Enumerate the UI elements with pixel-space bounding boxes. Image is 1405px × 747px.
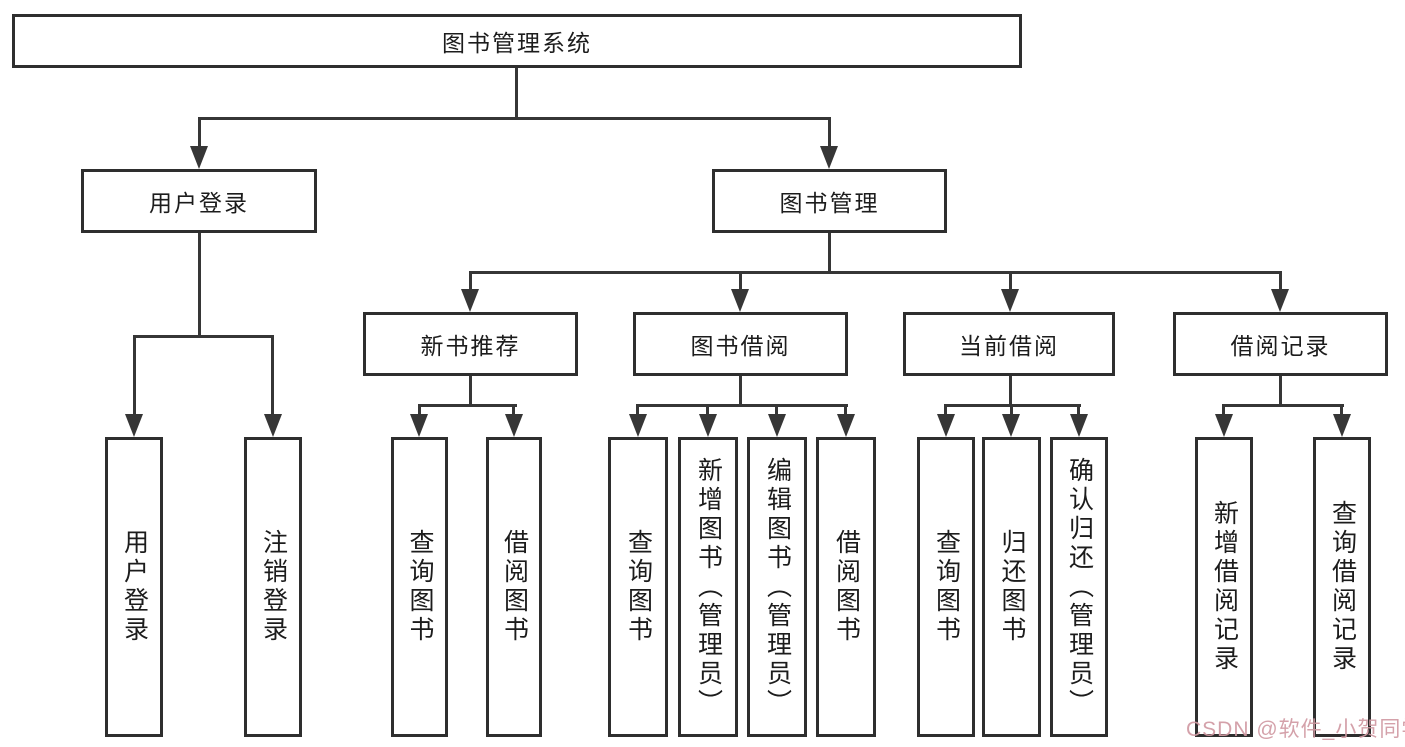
connector-line (469, 271, 472, 291)
node-current-borrowing: 当前借阅 (903, 312, 1115, 376)
arrowhead-down-icon (820, 146, 838, 169)
arrowhead-down-icon (1001, 289, 1019, 312)
connector-line (1279, 271, 1282, 291)
arrowhead-down-icon (410, 414, 428, 437)
arrowhead-down-icon (264, 414, 282, 437)
connector-line (1340, 404, 1343, 417)
csdn-watermark: CSDN @软件_小贺同学 (1186, 718, 1405, 741)
connector-line (636, 404, 639, 417)
connector-line (418, 404, 517, 407)
node-library-system-root: 图书管理系统 (12, 14, 1022, 68)
connector-line (1009, 271, 1012, 291)
node-new-book-recommend: 新书推荐 (363, 312, 578, 376)
connector-line (1222, 404, 1344, 407)
connector-line (1009, 376, 1012, 406)
connector-line (944, 404, 947, 417)
connector-line (739, 271, 742, 291)
connector-line (1222, 404, 1225, 417)
arrowhead-down-icon (1002, 414, 1020, 437)
arrowhead-down-icon (629, 414, 647, 437)
leaf-borrow-books: 借阅图书 (816, 437, 876, 737)
connector-line (1077, 404, 1080, 417)
arrowhead-down-icon (125, 414, 143, 437)
connector-line (133, 335, 136, 417)
node-book-management-module: 图书管理 (712, 169, 947, 233)
connector-line (271, 335, 274, 417)
arrowhead-down-icon (1070, 414, 1088, 437)
leaf-edit-books-admin: 编辑图书（管理员） (747, 437, 807, 737)
leaf-confirm-return-admin: 确认归还（管理员） (1050, 437, 1108, 737)
leaf-add-borrow-record: 新增借阅记录 (1195, 437, 1253, 737)
connector-line (775, 404, 778, 417)
arrowhead-down-icon (461, 289, 479, 312)
arrowhead-down-icon (937, 414, 955, 437)
connector-line (469, 271, 1282, 274)
leaf-add-books-admin: 新增图书（管理员） (678, 437, 738, 737)
connector-line (133, 335, 274, 338)
leaf-current-query-books: 查询图书 (917, 437, 975, 737)
connector-line (844, 404, 847, 417)
connector-line (828, 233, 831, 273)
connector-line (828, 117, 831, 149)
connector-line (739, 376, 742, 406)
leaf-recommend-query-books: 查询图书 (391, 437, 448, 737)
connector-line (418, 404, 421, 417)
connector-line (706, 404, 709, 417)
leaf-recommend-borrow-books: 借阅图书 (486, 437, 542, 737)
arrowhead-down-icon (190, 146, 208, 169)
leaf-borrowing-query-books: 查询图书 (608, 437, 668, 737)
connector-line (198, 233, 201, 336)
node-borrowing-records: 借阅记录 (1173, 312, 1388, 376)
node-user-login-module: 用户登录 (81, 169, 317, 233)
connector-line (515, 68, 518, 118)
connector-line (636, 404, 848, 407)
node-book-borrowing: 图书借阅 (633, 312, 848, 376)
arrowhead-down-icon (731, 289, 749, 312)
leaf-return-books: 归还图书 (982, 437, 1041, 737)
connector-line (512, 404, 515, 417)
connector-line (198, 117, 201, 149)
leaf-query-borrow-record: 查询借阅记录 (1313, 437, 1371, 737)
leaf-logout: 注销登录 (244, 437, 302, 737)
arrowhead-down-icon (768, 414, 786, 437)
arrowhead-down-icon (1215, 414, 1233, 437)
connector-line (1279, 376, 1282, 406)
arrowhead-down-icon (699, 414, 717, 437)
connector-line (198, 117, 831, 120)
arrowhead-down-icon (1271, 289, 1289, 312)
arrowhead-down-icon (1333, 414, 1351, 437)
arrowhead-down-icon (837, 414, 855, 437)
connector-line (469, 376, 472, 406)
arrowhead-down-icon (505, 414, 523, 437)
connector-line (1010, 404, 1013, 417)
leaf-user-login: 用户登录 (105, 437, 163, 737)
